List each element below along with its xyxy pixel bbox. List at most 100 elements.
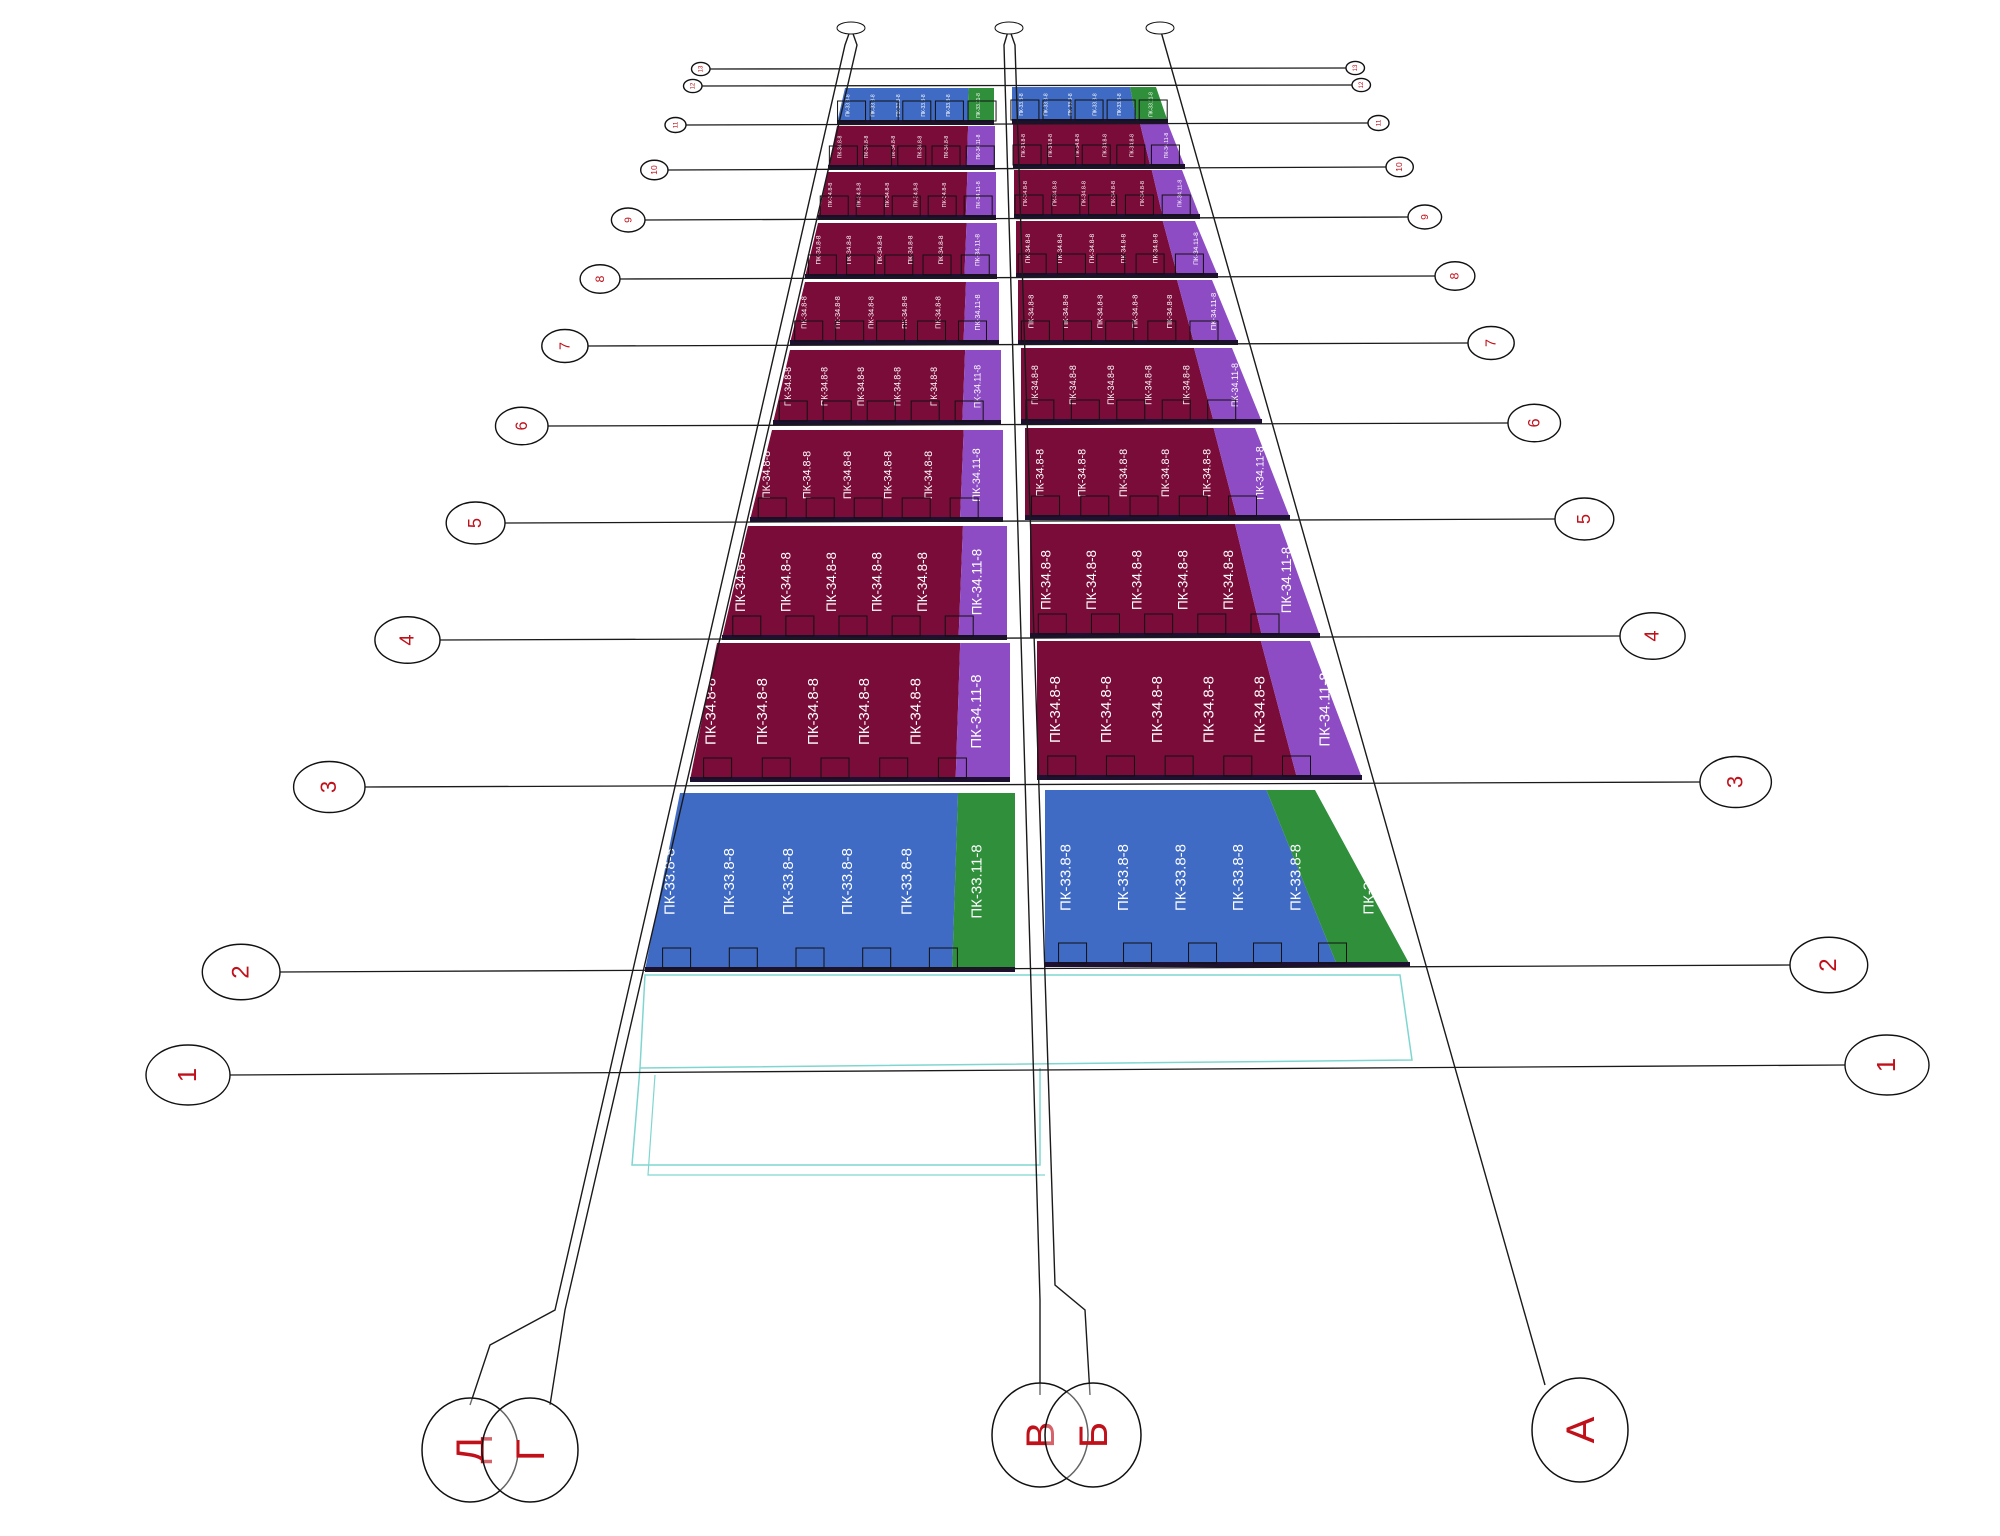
- slab-label: ПК-34.8-8: [1160, 449, 1172, 497]
- slab-label: ПК-34.8-8: [944, 136, 950, 159]
- slab-label: ПК-34.8-8: [1130, 295, 1139, 329]
- row-axis-line: [619, 275, 1436, 280]
- column-axis-top-bubble: [1145, 21, 1175, 35]
- slab-edge-band: [773, 420, 1001, 425]
- support-tick: [934, 100, 964, 122]
- slab-label: ПК-34.8-8: [877, 235, 884, 264]
- slab-label: ПК-34.8-8: [1038, 550, 1053, 610]
- support-tick: [761, 757, 791, 779]
- slab-label: ПК-33.8-8: [662, 848, 679, 915]
- slab-label-edge: ПК-34.11-8: [1193, 232, 1200, 265]
- slab-edge-band: [828, 165, 995, 170]
- column-axis-label: Д: [449, 1436, 493, 1463]
- support-tick: [965, 145, 995, 167]
- slab-label: ПК-34.8-8: [1118, 449, 1130, 497]
- slab-label: ПК-34.8-8: [820, 367, 830, 406]
- slab-edge-left-4: [962, 350, 1001, 423]
- support-tick: [1116, 144, 1146, 166]
- column-axis-line: [1003, 27, 1041, 1395]
- slab-label: ПК-33.8-8: [839, 848, 856, 915]
- support-tick: [1074, 99, 1104, 121]
- support-tick: [1063, 320, 1093, 342]
- slab-label: ПК-34.8-8: [1076, 449, 1088, 497]
- slab-label-edge: ПК-33.11-8: [976, 93, 982, 118]
- support-tick: [1080, 495, 1110, 517]
- column-axis-line: [549, 27, 858, 1406]
- slab-label: ПК-33.8-8: [1117, 93, 1123, 116]
- row-axis-label: 7: [1484, 339, 1500, 347]
- slab-main-right-5: [1018, 280, 1194, 343]
- slab-label: ПК-34.8-8: [1096, 295, 1105, 329]
- slab-label: ПК-34.8-8: [1200, 676, 1217, 743]
- support-tick: [967, 100, 997, 122]
- slab-label-edge: ПК-34.11-8: [973, 294, 982, 330]
- slab-edge-band: [1025, 515, 1290, 520]
- support-tick: [949, 497, 979, 519]
- slab-edge-band: [1016, 273, 1218, 278]
- column-axis-top-bubble: [994, 21, 1024, 35]
- slab-label-edge: ПК-34.11-8: [1209, 293, 1218, 330]
- slab-label-edge: ПК-34.11-8: [976, 134, 982, 159]
- support-tick: [927, 195, 957, 217]
- row-axis-bubble-left: [145, 1044, 231, 1106]
- support-tick: [944, 615, 974, 637]
- support-tick: [866, 400, 896, 422]
- column-axis-line: [1159, 27, 1546, 1386]
- slab-edge-band: [818, 215, 996, 220]
- support-tick: [884, 254, 914, 276]
- row-axis-line: [364, 781, 1701, 788]
- support-tick: [922, 254, 952, 276]
- slab-label: ПК-34.8-8: [805, 678, 822, 745]
- support-tick: [795, 947, 825, 969]
- slab-label: ПК-34.8-8: [815, 235, 822, 264]
- slab-label: ПК-34.8-8: [1047, 676, 1064, 743]
- slab-main-right-2: [1030, 524, 1262, 636]
- slab-label: ПК-33.8-8: [1058, 844, 1075, 911]
- slab-label: ПК-34.8-8: [754, 678, 771, 745]
- row-axis-label: 2: [228, 965, 255, 978]
- support-tick: [1031, 495, 1061, 517]
- row-axis-bubble-left: [541, 328, 589, 364]
- column-axis-bubble: [1044, 1382, 1142, 1488]
- support-tick: [1051, 194, 1081, 216]
- support-tick: [855, 195, 885, 217]
- row-axis-line: [229, 1064, 1846, 1076]
- slab-edge-band: [1030, 633, 1320, 638]
- slab-label: ПК-33.8-8: [871, 94, 877, 117]
- row-axis-label: 9: [623, 217, 634, 223]
- slab-edge-band: [805, 274, 997, 279]
- support-tick: [891, 615, 921, 637]
- support-tick: [1197, 613, 1227, 635]
- support-tick: [1188, 942, 1218, 964]
- slab-label: ПК-34.8-8: [1052, 181, 1058, 206]
- support-tick: [1105, 320, 1135, 342]
- slab-label: ПК-34.8-8: [1252, 676, 1269, 743]
- support-tick: [1129, 495, 1159, 517]
- support-tick: [1025, 399, 1055, 421]
- slab-label: ПК-34.8-8: [938, 235, 945, 264]
- support-tick: [1144, 613, 1174, 635]
- slab-label: ПК-34.8-8: [942, 183, 948, 208]
- slab-edge-left-2: [958, 526, 1007, 638]
- support-tick: [931, 145, 961, 167]
- slab-label: ПК-34.8-8: [856, 367, 866, 406]
- row-axis-label: 7: [557, 342, 573, 350]
- row-axis-bubble-left: [639, 159, 669, 181]
- slab-edge-left-8: [966, 126, 995, 168]
- slab-label: ПК-33.8-8: [1173, 844, 1190, 911]
- support-tick: [1037, 613, 1067, 635]
- row-axis-bubble-right: [1844, 1034, 1930, 1096]
- row-axis-line: [709, 67, 1347, 70]
- support-tick: [1318, 942, 1347, 964]
- slab-edge-band: [790, 340, 999, 345]
- slab-label: ПК-34.8-8: [1075, 134, 1081, 157]
- slab-label: ПК-34.8-8: [1026, 295, 1035, 329]
- slab-label: ПК-34.8-8: [870, 552, 885, 612]
- slab-edge-band: [1013, 164, 1185, 169]
- slab-label-edge: ПК-34.11-8: [1317, 672, 1334, 746]
- row-axis-bubble-right: [1345, 60, 1366, 76]
- row-axis-bubble-right: [1385, 156, 1414, 178]
- slab-label: ПК-34.8-8: [907, 678, 924, 745]
